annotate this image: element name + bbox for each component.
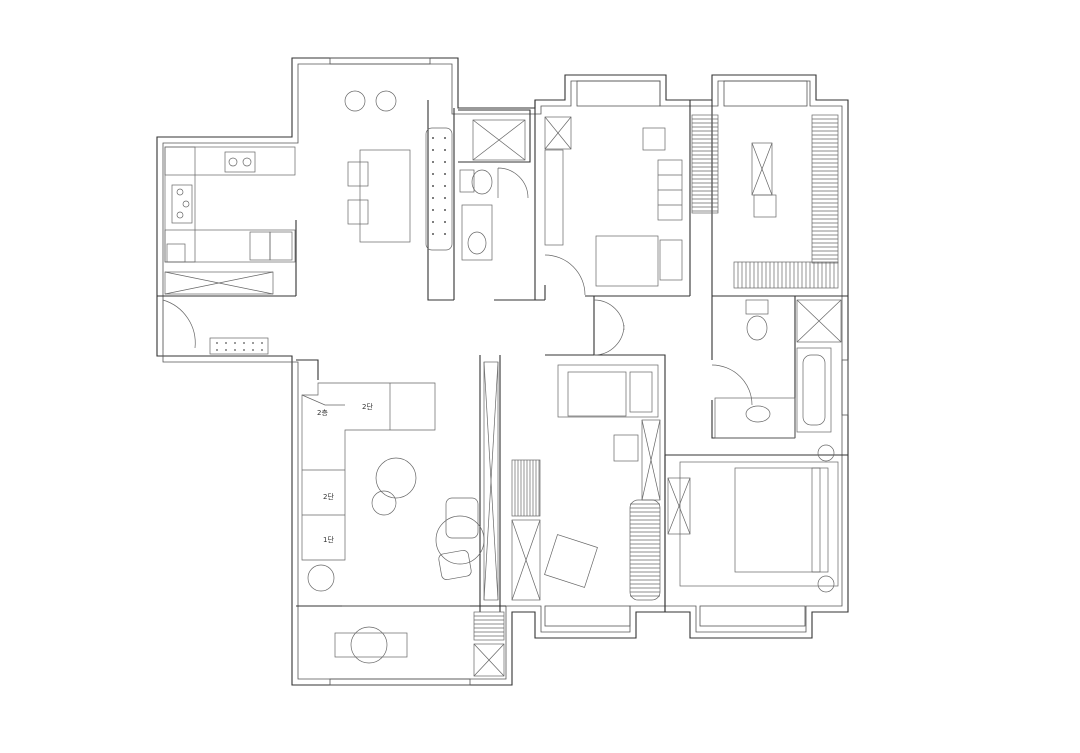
corridor-doors — [593, 299, 625, 356]
label-2-tier-a: 2단 — [362, 402, 373, 411]
kitchen — [162, 146, 296, 355]
bathtub — [796, 347, 832, 433]
sink-icon — [224, 151, 256, 173]
piano — [511, 459, 541, 517]
bookshelf-left — [691, 114, 719, 214]
shoe-cabinet — [209, 337, 269, 355]
dining — [344, 90, 453, 251]
toilet-icon-2 — [746, 315, 768, 341]
bathroom-2 — [711, 299, 842, 439]
outer-walls — [156, 57, 849, 686]
label-2f: 2층 — [317, 408, 328, 417]
bookshelf-right — [811, 114, 839, 264]
master-bed — [734, 467, 821, 573]
label-1-tier: 1단 — [323, 535, 334, 544]
bed-2 — [567, 371, 627, 417]
bedroom-top — [544, 116, 683, 296]
wardrobe — [544, 149, 564, 246]
basin-icon — [467, 231, 487, 255]
bathroom-1 — [459, 119, 529, 261]
side-table — [307, 564, 335, 592]
bed — [595, 235, 659, 287]
living-room: 2층 2단 2단 1단 — [301, 361, 499, 601]
basin-icon-2 — [745, 405, 771, 423]
coffee-table — [375, 457, 417, 499]
sofa — [301, 382, 436, 561]
study — [691, 114, 839, 289]
bench — [425, 127, 453, 251]
desk-2 — [544, 534, 598, 588]
lamp-icon-2 — [817, 575, 835, 593]
master-bedroom — [667, 444, 839, 593]
kitchen-cabinet — [164, 271, 274, 295]
bedroom-middle — [511, 364, 661, 601]
balcony-table — [334, 632, 408, 658]
shower — [472, 119, 526, 161]
windows — [329, 57, 849, 686]
toilet-icon — [471, 169, 493, 195]
dining-table — [359, 149, 411, 243]
shelf-2 — [629, 499, 661, 601]
shower-2 — [796, 299, 842, 343]
tv-unit — [483, 361, 499, 601]
stove-icon — [171, 184, 193, 224]
armchair — [445, 497, 479, 539]
lamp-icon-1 — [817, 444, 835, 462]
label-2-tier-b: 2단 — [323, 492, 334, 501]
cabinet — [511, 519, 541, 601]
balcony — [334, 611, 505, 677]
